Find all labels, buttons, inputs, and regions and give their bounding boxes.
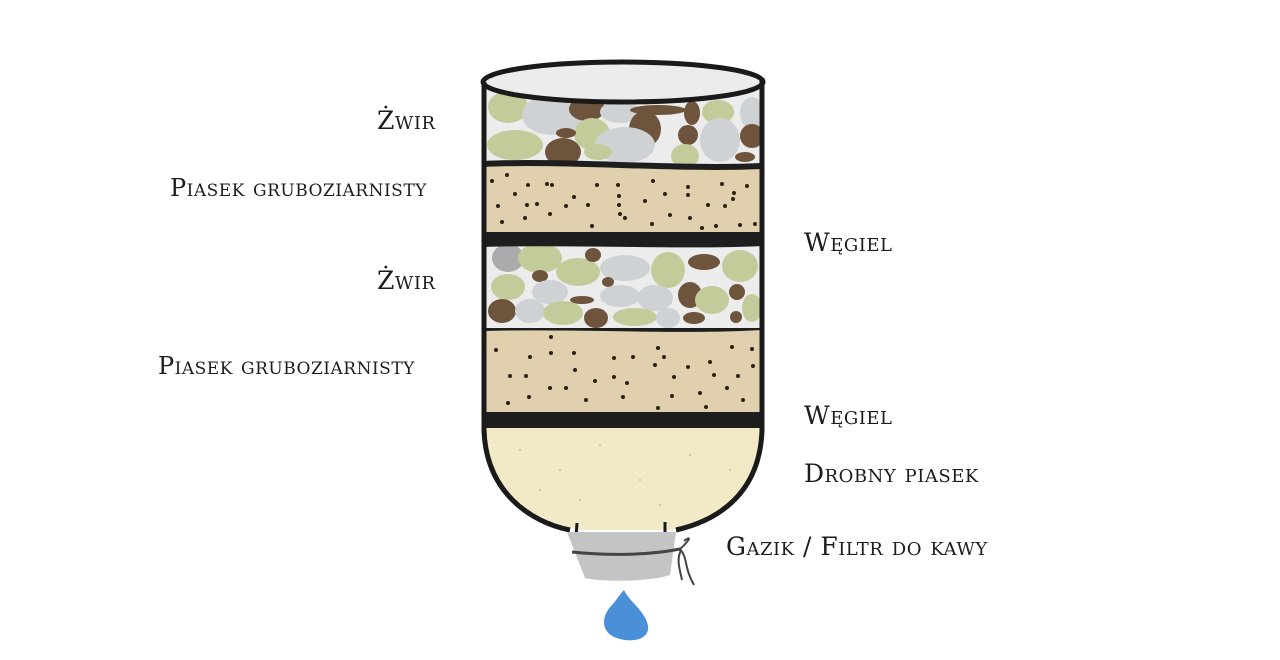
label-drobny-piasek: Drobny piasek bbox=[804, 459, 979, 488]
label-piasek-mid: Piasek gruboziarnisty bbox=[158, 352, 415, 380]
gauze-filter bbox=[567, 532, 676, 581]
gauze-string bbox=[571, 547, 681, 556]
bottle bbox=[480, 59, 766, 641]
label-piasek-top: Piasek gruboziarnisty bbox=[170, 174, 427, 202]
bottle-opening bbox=[480, 59, 766, 105]
label-zwir-top: Żwir bbox=[377, 106, 436, 135]
gravel-stones-middle bbox=[488, 243, 762, 328]
fine-sand-specks bbox=[519, 444, 731, 506]
coarse-sand-dots-middle bbox=[494, 335, 755, 410]
bottle-outline bbox=[481, 78, 765, 533]
fine-sand-layer bbox=[484, 425, 762, 530]
label-wegiel-top: Węgiel bbox=[804, 228, 893, 257]
label-wegiel-bottom: Węgiel bbox=[804, 401, 893, 430]
label-gazik: Gazik / Filtr do kawy bbox=[726, 532, 988, 561]
coarse-sand-layer-middle bbox=[484, 330, 762, 412]
label-zwir-mid: Żwir bbox=[377, 266, 436, 295]
coarse-sand-dots-top bbox=[490, 173, 757, 230]
charcoal-layer-top bbox=[484, 230, 762, 246]
coarse-sand-layer-top bbox=[484, 166, 762, 232]
water-drop-icon bbox=[604, 590, 649, 641]
gravel-stones-top bbox=[487, 91, 764, 168]
charcoal-layer-bottom bbox=[484, 411, 762, 428]
